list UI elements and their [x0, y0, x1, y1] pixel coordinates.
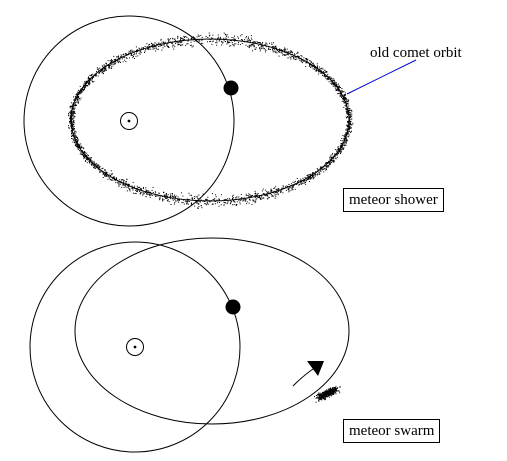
- earth-orbit-top: [23, 15, 235, 227]
- meteor-dust-ring: [68, 32, 354, 209]
- swarm-motion-arrowhead: [307, 361, 324, 376]
- earth-bottom: [225, 299, 241, 315]
- sun-center-dot-bottom: [133, 345, 137, 349]
- earth-top: [223, 80, 239, 96]
- orbit-label: old comet orbit: [370, 45, 462, 61]
- meteor-swarm-cluster: [314, 385, 341, 403]
- earth-orbit-bottom: [29, 241, 241, 453]
- orbit-pointer-line: [346, 59, 417, 95]
- swarm-panel: [29, 237, 350, 453]
- shower-panel: [23, 15, 417, 227]
- shower-label: meteor shower: [343, 188, 444, 212]
- comet-orbit-top: [70, 38, 350, 202]
- swarm-label: meteor swarm: [343, 419, 441, 443]
- comet-orbit-bottom: [74, 237, 350, 425]
- sun-center-dot-top: [127, 119, 131, 123]
- swarm-motion-arrow-shaft: [292, 366, 317, 387]
